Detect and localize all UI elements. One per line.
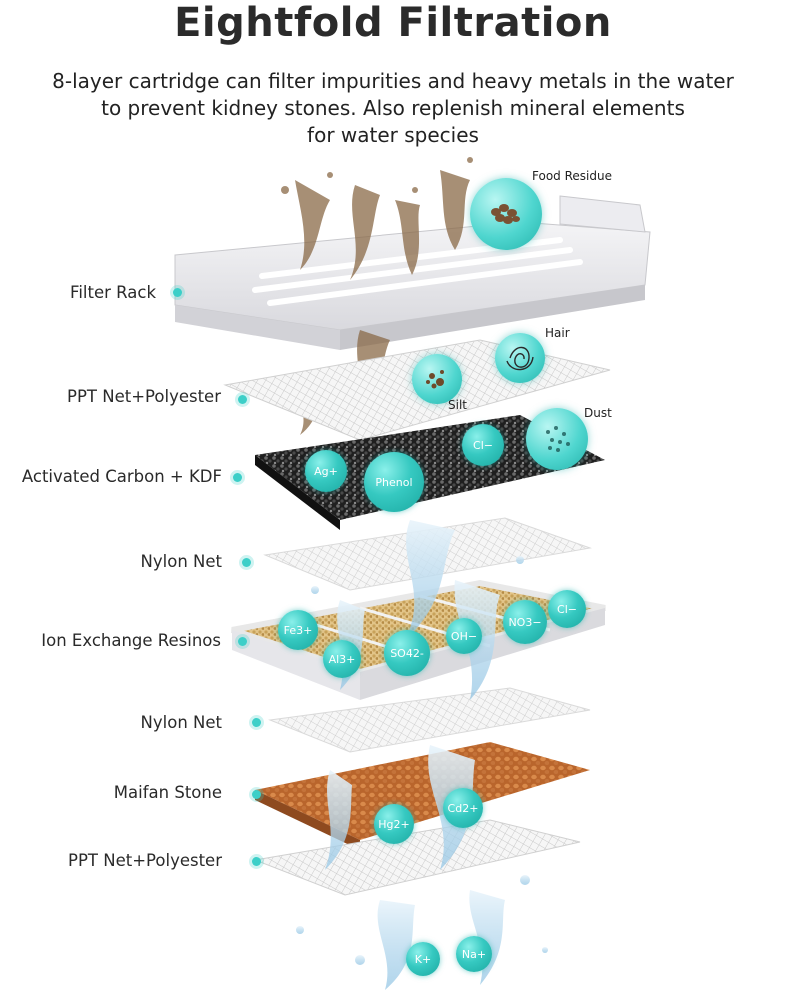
label-maifan-stone: Maifan Stone (113, 783, 222, 802)
subtitle-line-1: 8-layer cartridge can filter impurities … (52, 69, 734, 93)
pointer-dot-ppt-net-top (238, 395, 247, 404)
label-nylon-net-2: Nylon Net (140, 713, 222, 732)
ion-na: Na+ (456, 936, 492, 972)
pointer-dot-nylon-net-2 (252, 718, 261, 727)
activated-carbon-layer (255, 415, 605, 530)
filter-rack-layer (174, 195, 651, 350)
pointer-dot-maifan-stone (252, 790, 261, 799)
pointer-dot-ppt-net-bottom (252, 857, 261, 866)
label-ppt-net-top: PPT Net+Polyester (67, 387, 221, 406)
hair-label: Hair (545, 326, 570, 340)
ion-no3: NO3− (503, 600, 547, 644)
food-pellets-icon (491, 204, 520, 224)
ion-al: Al3+ (323, 640, 361, 678)
label-filter-rack: Filter Rack (70, 283, 156, 302)
ion-hg: Hg2+ (374, 804, 414, 844)
pointer-dot-filter-rack (173, 288, 182, 297)
ion-oh: OH− (446, 618, 482, 654)
pointer-dot-activated-carbon (233, 473, 242, 482)
pointer-dot-nylon-net-1 (242, 558, 251, 567)
ion-phenol: Phenol (364, 452, 424, 512)
ppt-net-bottom-layer (253, 819, 581, 896)
page-subtitle: 8-layer cartridge can filter impurities … (0, 68, 786, 149)
ion-cd: Cd2+ (443, 788, 483, 828)
nylon-net-2-layer (268, 687, 591, 753)
ion-fe: Fe3+ (278, 610, 318, 650)
pointer-dot-ion-exchange (238, 637, 247, 646)
silt-icon (426, 370, 444, 389)
label-ion-exchange: Ion Exchange Resinos (41, 631, 221, 650)
ion-ag: Ag+ (305, 450, 347, 492)
dust-icon (546, 426, 570, 452)
subtitle-line-3: for water species (307, 123, 479, 147)
ion-k: K+ (406, 942, 440, 976)
label-ppt-net-bottom: PPT Net+Polyester (68, 851, 222, 870)
food-residue-bubble (470, 178, 542, 250)
food-residue-label: Food Residue (532, 169, 612, 183)
page-title: Eightfold Filtration (174, 0, 612, 46)
hair-icon (506, 346, 534, 371)
ion-cl-top: Cl− (462, 424, 504, 466)
ion-so4: SO42- (384, 630, 430, 676)
label-nylon-net-1: Nylon Net (140, 552, 222, 571)
silt-bubble (412, 354, 462, 404)
ion-cl-mid: Cl− (548, 590, 586, 628)
dust-bubble (526, 408, 588, 470)
silt-label: Silt (448, 398, 467, 412)
hair-bubble (495, 333, 545, 383)
label-activated-carbon: Activated Carbon + KDF (21, 467, 222, 486)
subtitle-line-2: to prevent kidney stones. Also replenish… (101, 96, 685, 120)
dust-label: Dust (584, 406, 612, 420)
